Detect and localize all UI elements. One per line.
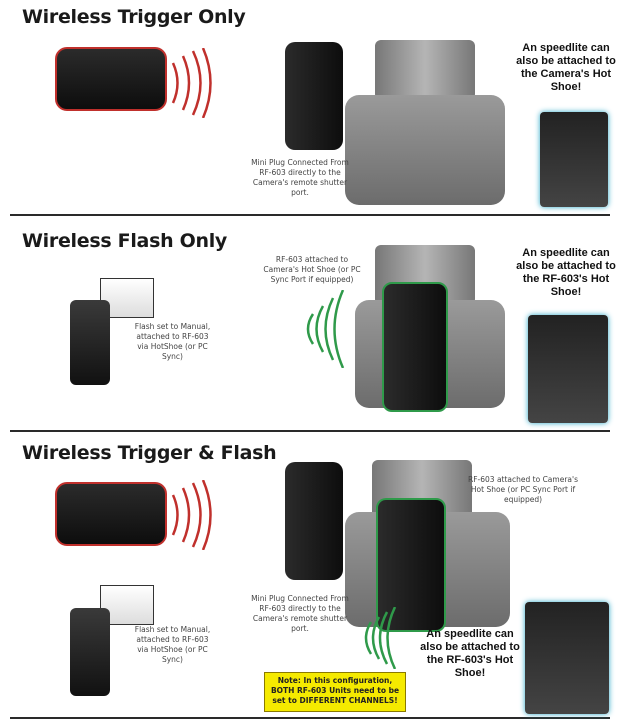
speedlite-on-camera-image: [540, 112, 608, 207]
caption-flash-manual: Flash set to Manual, attached to RF-603 …: [134, 625, 211, 664]
speedlite-image: [70, 300, 110, 385]
speedlite-note: An speedlite can also be attached to the…: [420, 628, 520, 679]
rf603-transmitter-image: [55, 482, 167, 546]
camera-body-image: [345, 95, 505, 205]
section-title-trigger-only: Wireless Trigger Only: [22, 6, 246, 28]
rf603-transceiver-image: [285, 42, 343, 150]
rf603-transceiver-image: [285, 462, 343, 580]
rf603-on-hotshoe-image: [376, 498, 446, 632]
caption-mini-plug: Mini Plug Connected From RF-603 directly…: [251, 158, 349, 197]
speedlite-image: [70, 608, 110, 696]
rf603-on-hotshoe-image: [382, 282, 448, 412]
red-signal-waves-icon: [171, 48, 212, 118]
section-title-trigger-and-flash: Wireless Trigger & Flash: [22, 442, 277, 464]
section-divider: [10, 430, 610, 432]
channel-note-box: Note: In this configuration, BOTH RF-603…: [264, 672, 406, 712]
caption-flash-manual: Flash set to Manual, attached to RF-603 …: [134, 322, 211, 361]
speedlite-on-camera-image: [525, 602, 609, 714]
section-divider: [10, 717, 610, 719]
red-signal-waves-icon: [171, 480, 212, 550]
rf603-transmitter-image: [55, 47, 167, 111]
speedlite-note: An speedlite can also be attached to the…: [516, 247, 616, 298]
green-signal-waves-icon: [306, 290, 345, 368]
section-divider: [10, 214, 610, 216]
section-title-flash-only: Wireless Flash Only: [22, 230, 227, 252]
speedlite-on-camera-image: [528, 315, 608, 423]
caption-hotshoe: RF-603 attached to Camera's Hot Shoe (or…: [468, 475, 578, 504]
caption-hotshoe: RF-603 attached to Camera's Hot Shoe (or…: [263, 255, 361, 284]
caption-mini-plug: Mini Plug Connected From RF-603 directly…: [251, 594, 349, 633]
camera-lens-image: [375, 40, 475, 100]
speedlite-note: An speedlite can also be attached to the…: [516, 42, 616, 93]
green-signal-waves-icon: [364, 607, 397, 669]
